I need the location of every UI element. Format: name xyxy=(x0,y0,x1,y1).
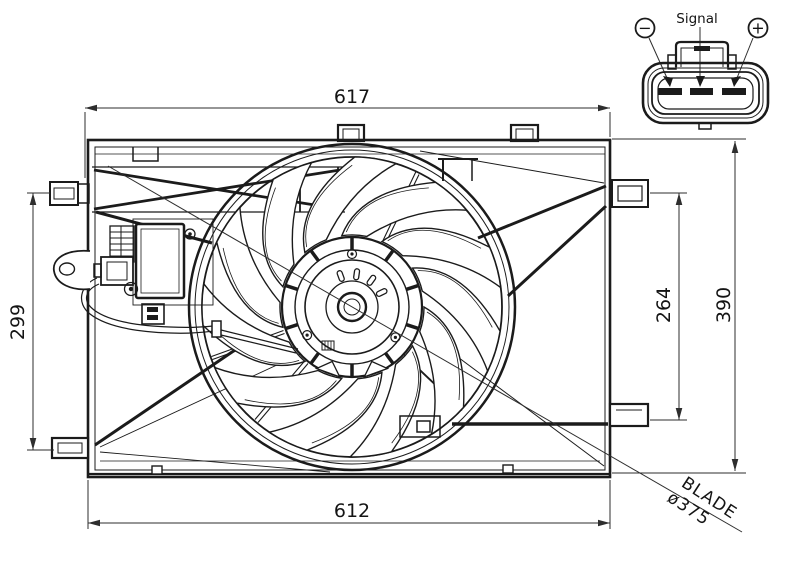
bottom-right-tab xyxy=(608,402,650,428)
dim-width-top: 617 xyxy=(84,86,611,178)
bottom-left-tab xyxy=(50,436,90,460)
dim-612-label: 612 xyxy=(334,500,370,522)
fan-blades xyxy=(181,138,516,476)
dim-height-right-inner: 264 xyxy=(650,192,687,421)
connector-pin-signal xyxy=(690,88,713,95)
minus-terminal-icon xyxy=(634,17,656,39)
mounting-features xyxy=(27,123,650,460)
dim-width-bottom: 612 xyxy=(87,480,611,529)
blade-diameter-callout: BLADE ø375 xyxy=(107,165,743,533)
wire-harness xyxy=(80,277,299,354)
dim-height-left: 299 xyxy=(7,193,54,451)
hub-spokes xyxy=(284,237,420,377)
connector-detail: Signal − + xyxy=(634,11,770,130)
connector-pin-plus xyxy=(722,88,746,95)
left-bracket xyxy=(53,249,91,291)
harness-clip xyxy=(141,303,165,325)
connector-pin-minus xyxy=(658,88,682,95)
minus-symbol: − xyxy=(638,19,651,38)
dim-264-label: 264 xyxy=(653,287,675,323)
motor-vent-slots xyxy=(336,268,388,297)
plus-symbol: + xyxy=(751,19,764,38)
module-connector xyxy=(100,256,134,286)
plus-terminal-icon xyxy=(747,17,769,39)
dim-299-label: 299 xyxy=(7,304,29,340)
upper-support-truss xyxy=(92,166,345,213)
dim-390-label: 390 xyxy=(713,287,735,323)
dim-617-label: 617 xyxy=(334,86,370,108)
signal-label: Signal xyxy=(676,11,717,27)
control-module xyxy=(93,218,214,325)
dim-height-right-outer: 390 xyxy=(612,138,746,474)
